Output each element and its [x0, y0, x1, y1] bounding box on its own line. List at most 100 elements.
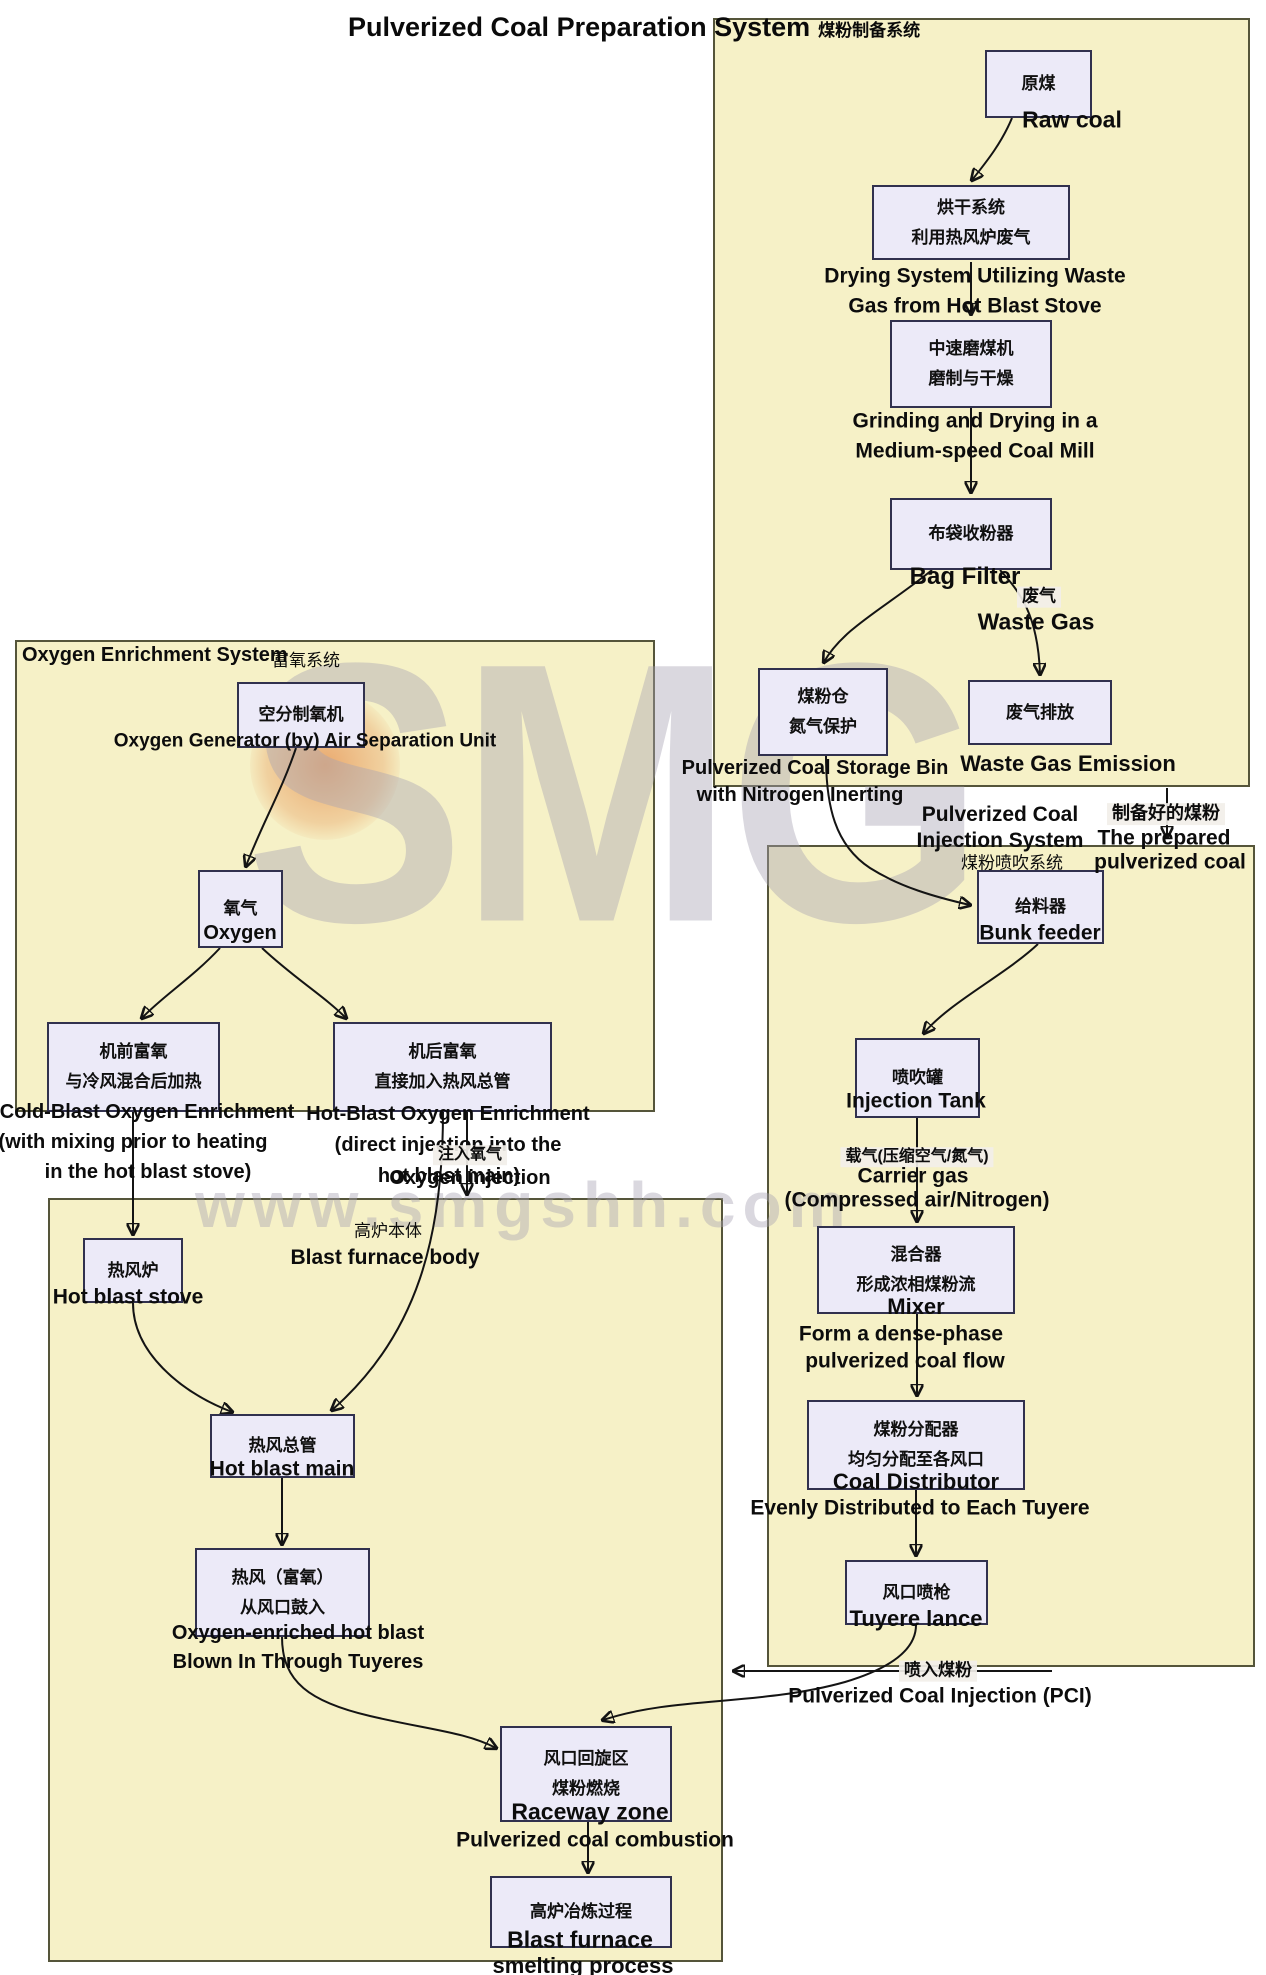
node-raceway-zone: 风口回旋区煤粉燃烧	[500, 1726, 672, 1822]
node-drying-system: 烘干系统利用热风炉废气	[872, 185, 1070, 260]
node-coal-distributor-zh: 均匀分配至各风口	[848, 1450, 984, 1469]
node-injection-tank: 喷吹罐	[855, 1038, 980, 1118]
node-smelting-process-label-1: Blast furnace	[507, 1926, 653, 1953]
node-coal-storage-bin: 煤粉仓氮气保护	[758, 668, 888, 756]
edge-label-carrier-gas-en2: (Compressed air/Nitrogen)	[784, 1188, 1050, 1212]
node-tuyere-lance: 风口喷枪	[845, 1560, 988, 1625]
node-coal-distributor: 煤粉分配器均匀分配至各风口	[807, 1400, 1025, 1490]
edge-label-carrier-gas-zh: 载气(压缩空气/氮气)	[840, 1147, 994, 1167]
node-air-separation-unit-zh: 空分制氧机	[258, 705, 344, 724]
node-oxygen-enriched-hot-blast-zh: 从风口鼓入	[240, 1597, 325, 1617]
node-coal-mill-zh: 磨制与干燥	[928, 369, 1014, 388]
node-coal-mill-label-2: Medium-speed Coal Mill	[855, 439, 1095, 463]
node-waste-gas-emission: 废气排放	[968, 680, 1112, 745]
node-raceway-zone-label-1: Raceway zone	[511, 1798, 669, 1825]
node-coal-storage-bin-zh: 氮气保护	[789, 717, 857, 736]
edge-bag-filter-to-emission	[999, 569, 1040, 674]
edge-oxygen-to-cold	[142, 947, 221, 1018]
node-waste-gas-emission-label-1: Waste Gas Emission	[960, 750, 1176, 776]
node-drying-system-zh: 利用热风炉废气	[911, 227, 1031, 247]
page-title-en: Pulverized Coal Preparation System	[348, 12, 811, 42]
node-tuyere-lance-zh: 风口喷枪	[882, 1582, 951, 1602]
node-mixer-label-2: Form a dense-phase	[798, 1322, 1004, 1346]
node-raceway-zone-label-2: Pulverized coal combustion	[456, 1828, 734, 1852]
node-air-separation-unit-label-1: Oxygen Generator (by) Air Separation Uni…	[113, 730, 497, 752]
node-injection-tank-zh: 喷吹罐	[892, 1068, 943, 1087]
oxygen-system-label-en: Oxygen Enrichment System	[22, 643, 288, 666]
node-hot-blast-stove-label-1: Hot blast stove	[52, 1285, 204, 1309]
node-hot-blast-main: 热风总管	[210, 1414, 355, 1478]
node-mixer: 混合器形成浓相煤粉流	[817, 1226, 1015, 1314]
node-mixer-label-3: pulverized coal flow	[805, 1349, 1005, 1373]
edge-label-carrier-gas-en1: Carrier gas	[857, 1164, 969, 1188]
node-hot-blast-enrichment-zh: 直接加入热风总管	[374, 1072, 511, 1091]
node-hot-blast-main-label-1: Hot blast main	[209, 1457, 355, 1481]
edge-label-oxygen-injection-zh: 注入氧气	[432, 1145, 508, 1165]
node-raw-coal-label-1: Raw coal	[1022, 106, 1122, 133]
edge-feeder-to-tank	[924, 943, 1039, 1033]
node-smelting-process-zh: 高炉冶炼过程	[530, 1902, 632, 1921]
edge-bag-filter-to-bin	[824, 569, 933, 662]
node-mixer-label-1: Mixer	[887, 1293, 945, 1319]
node-hot-blast-main-zh: 热风总管	[248, 1436, 317, 1455]
node-oxygen-enriched-hot-blast-zh: 热风（富氧）	[231, 1567, 334, 1587]
blast-body-label-en: Blast furnace body	[290, 1246, 480, 1269]
node-bunk-feeder-label-1: Bunk feeder	[979, 921, 1101, 945]
edge-label-waste-gas-zh: 废气	[1017, 586, 1061, 608]
node-hot-blast-enrichment: 机后富氧直接加入热风总管	[333, 1022, 552, 1112]
edge-raw-coal-to-drying	[972, 117, 1013, 180]
node-oxygen-label-1: Oxygen	[203, 922, 277, 944]
edge-oxygen-to-hot	[261, 947, 346, 1018]
injection-system-label-en2: Injection System	[916, 829, 1084, 852]
page-title: Pulverized Coal Preparation System 煤粉制备系统	[348, 12, 920, 43]
node-cold-blast-enrichment-label-1: Cold-Blast Oxygen Enrichment	[0, 1101, 295, 1123]
node-hot-blast-enrichment-label-3: hot blast main)	[377, 1165, 521, 1187]
node-coal-distributor-zh: 煤粉分配器	[873, 1420, 959, 1439]
node-coal-distributor-label-2: Evenly Distributed to Each Tuyere	[750, 1496, 1090, 1520]
edge-label-prepared-coal-en2: pulverized coal	[1094, 850, 1246, 874]
injection-system-label-zh: 煤粉喷吹系统	[961, 853, 1063, 873]
node-raw-coal-zh: 原煤	[1021, 74, 1056, 93]
node-oxygen-enriched-hot-blast-label-1: Oxygen-enriched hot blast	[171, 1622, 425, 1644]
node-hot-blast-stove: 热风炉	[83, 1238, 183, 1303]
node-waste-gas-emission-zh: 废气排放	[1006, 702, 1074, 722]
blast-body-label-zh: 高炉本体	[354, 1221, 422, 1241]
node-smelting-process-label-2: smelting process	[492, 1952, 674, 1975]
node-injection-tank-label-1: Injection Tank	[846, 1089, 986, 1113]
node-cold-blast-enrichment: 机前富氧与冷风混合后加热	[47, 1022, 220, 1112]
node-coal-storage-bin-label-2: with Nitrogen Inerting	[696, 784, 904, 806]
node-coal-storage-bin-label-1: Pulverized Coal Storage Bin	[681, 757, 949, 779]
node-drying-system-label-2: Gas from Hot Blast Stove	[848, 294, 1102, 318]
node-cold-blast-enrichment-zh: 与冷风混合后加热	[65, 1072, 202, 1091]
page-title-zh: 煤粉制备系统	[818, 21, 921, 40]
oxygen-system-label-zh: 富氧系统	[272, 651, 340, 671]
node-coal-distributor-label-1: Coal Distributor	[832, 1468, 1000, 1494]
node-mixer-zh: 形成浓相煤粉流	[856, 1275, 976, 1294]
node-oxygen: 氧气	[198, 870, 283, 948]
node-cold-blast-enrichment-zh: 机前富氧	[99, 1042, 168, 1061]
node-raceway-zone-zh: 煤粉燃烧	[552, 1779, 620, 1798]
node-bag-filter-zh: 布袋收粉器	[928, 524, 1014, 543]
node-tuyere-lance-label-1: Tuyere lance	[849, 1605, 983, 1631]
node-coal-mill: 中速磨煤机磨制与干燥	[890, 320, 1052, 408]
edge-lance-to-raceway	[603, 1624, 917, 1720]
node-smelting-process: 高炉冶炼过程	[490, 1876, 672, 1948]
node-coal-mill-zh: 中速磨煤机	[928, 339, 1014, 358]
node-drying-system-zh: 烘干系统	[937, 197, 1005, 217]
node-bunk-feeder: 给料器	[977, 870, 1104, 944]
node-mixer-zh: 混合器	[890, 1245, 942, 1264]
edge-bin-to-feeder	[825, 755, 970, 905]
cluster-blast-furnace-body	[48, 1198, 723, 1962]
node-hot-blast-enrichment-label-1: Hot-Blast Oxygen Enrichment	[306, 1103, 590, 1125]
edge-label-prepared-coal-zh: 制备好的煤粉	[1107, 803, 1225, 825]
node-oxygen-enriched-hot-blast-label-2: Blown In Through Tuyeres	[172, 1651, 424, 1673]
node-raceway-zone-zh: 风口回旋区	[543, 1749, 629, 1768]
edge-label-oxygen-injection-en: Oxygen injection	[389, 1167, 551, 1189]
node-hot-blast-enrichment-zh: 机后富氧	[408, 1042, 477, 1061]
node-hot-blast-stove-zh: 热风炉	[107, 1260, 159, 1280]
node-oxygen-zh: 氧气	[223, 899, 258, 918]
node-bag-filter-label-1: Bag Filter	[909, 562, 1021, 590]
edge-label-pci-zh: 喷入煤粉	[899, 1660, 977, 1682]
edge-stove-to-main	[132, 1302, 232, 1412]
